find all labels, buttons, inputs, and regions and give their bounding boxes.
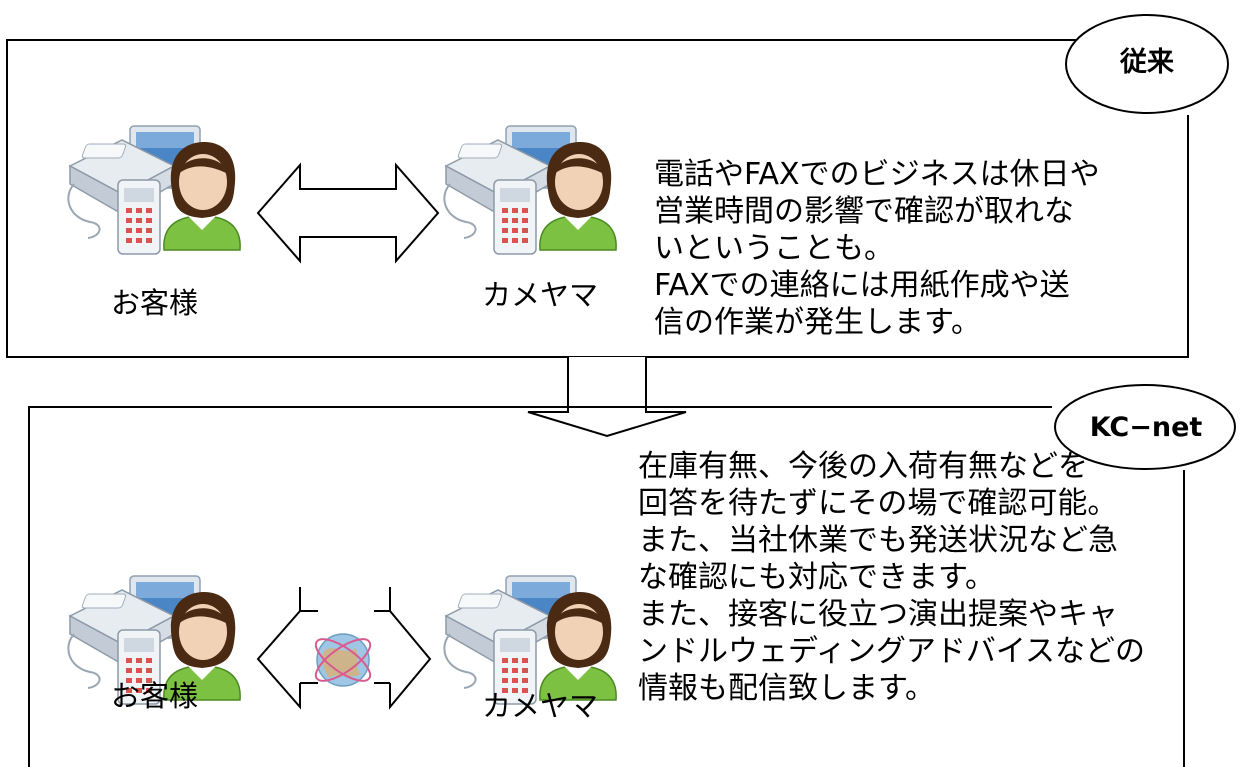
description-line: また、接客に役立つ演出提案やキャ [638,597,1118,632]
double-arrow-top [256,162,440,264]
description-line: な確認にも対応できます。 [638,560,995,595]
fax-phone-user-icon [67,125,242,255]
panel-bottom-tag: KC−net [1089,412,1203,443]
description-line: また、当社休業でも発送状況など急 [638,523,1118,558]
panel-bottom-frame [28,406,1052,767]
description-line: いということも。 [654,231,894,266]
description-line: 情報も配信致します。 [638,671,935,706]
panel-bottom-left-label: お客様 [111,679,199,713]
network-globe-icon [308,630,378,690]
panel-top-tag-bubble [1065,14,1229,114]
panel-top-right-label: カメヤマ [482,278,599,312]
description-line: 信の作業が発生します。 [654,305,981,340]
fax-phone-user-icon [443,125,618,255]
panel-bottom-description: 在庫有無、今後の入荷有無などを 回答を待たずにその場で確認可能。 また、当社休業… [638,448,1145,707]
panel-top-frame [6,39,1189,358]
double-arrow-bottom [256,587,432,710]
panel-top-left-label: お客様 [111,286,199,320]
description-line: 電話やFAXでのビジネスは休日や [654,157,1100,192]
panel-top-tag: 従来 [1120,47,1174,78]
fax-phone-user-icon [443,575,618,705]
description-line: 在庫有無、今後の入荷有無などを [638,449,1088,484]
panel-top-description: 電話やFAXでのビジネスは休日や 営業時間の影響で確認が取れな いということも。… [654,156,1100,341]
description-line: 営業時間の影響で確認が取れな [654,194,1074,229]
panel-bottom-right-label: カメヤマ [482,689,599,723]
description-line: 回答を待たずにその場で確認可能。 [638,486,1118,521]
description-line: FAXでの連絡には用紙作成や送 [654,268,1070,303]
panel-bottom-tag-bubble [1054,384,1236,470]
down-arrow [527,357,687,438]
description-line: ンドルウェディングアドバイスなどの [638,634,1145,669]
